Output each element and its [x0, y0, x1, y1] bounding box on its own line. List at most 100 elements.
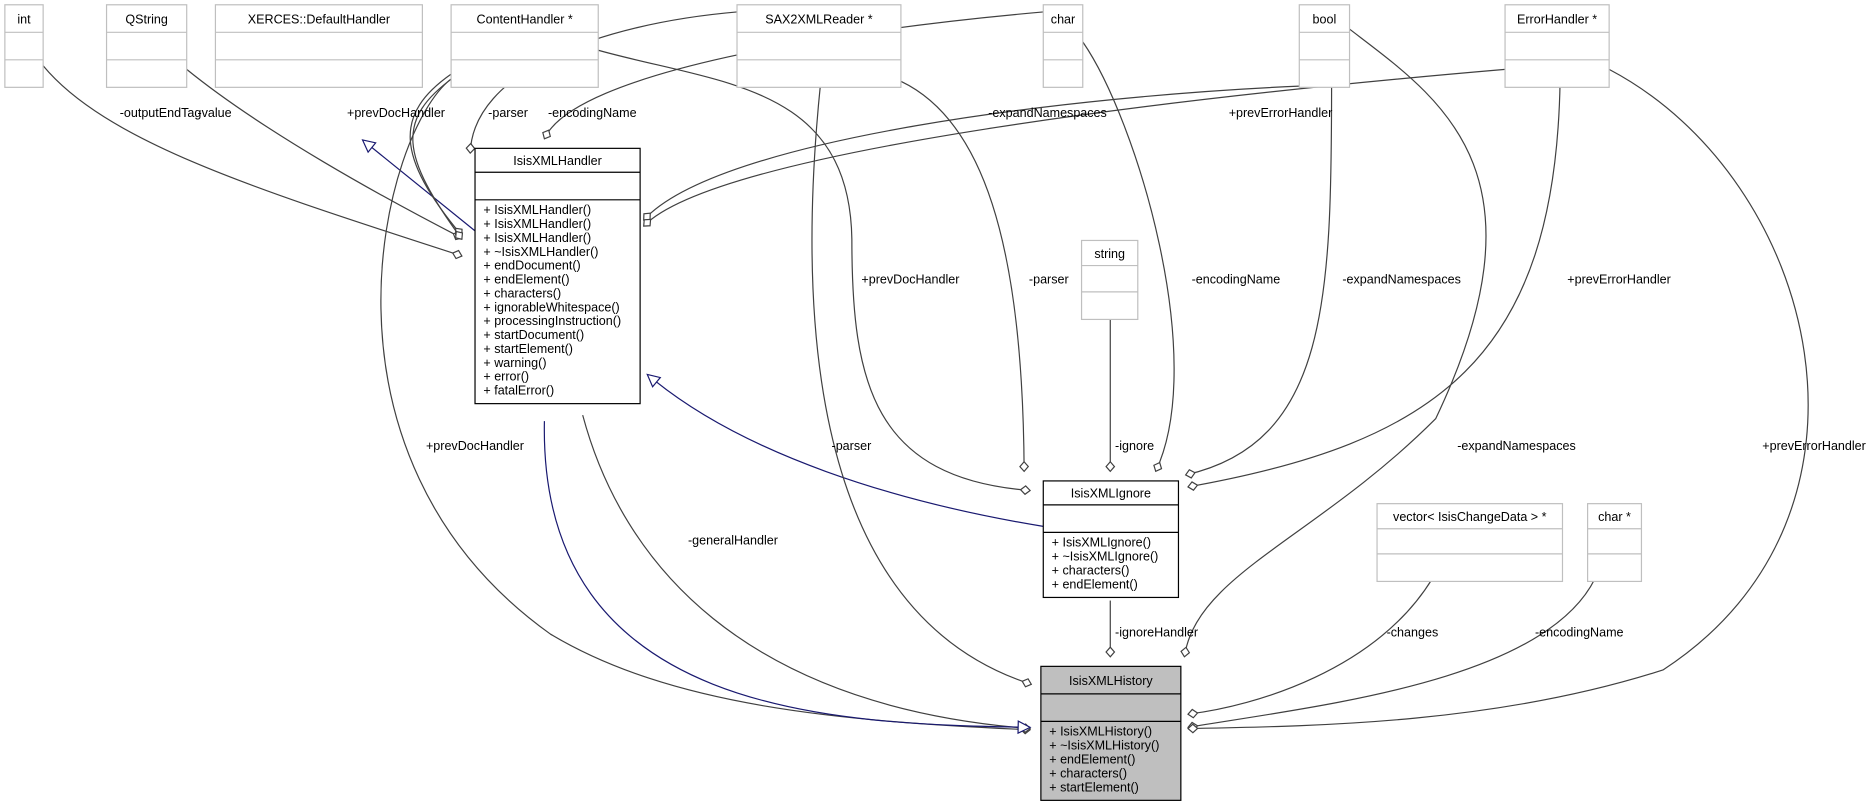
association-edge	[643, 85, 1300, 221]
class-boxes: int QString XERCES::DefaultHandler ContentH…	[4, 4, 1643, 801]
class-box-sax2[interactable]: SAX2XMLReader *	[736, 4, 902, 88]
edge-label: -ignore	[1115, 439, 1154, 453]
association-edge	[42, 65, 463, 257]
class-box-border	[1376, 503, 1564, 583]
association-edge	[380, 78, 1031, 731]
association-edge	[409, 73, 463, 237]
class-box-qstring[interactable]: QString	[105, 4, 188, 88]
association-edge	[643, 68, 1506, 227]
method: + processingInstruction()	[483, 314, 621, 328]
edge-label: -encodingName	[548, 106, 637, 120]
class-box-border	[736, 4, 902, 88]
class-box-border	[105, 4, 188, 88]
association-edge	[1187, 81, 1561, 488]
method: + ignorableWhitespace()	[483, 300, 619, 314]
aggregation-diamond-icon	[1019, 485, 1032, 496]
edge-label: -outputEndTag	[120, 106, 202, 120]
class-box-errorhandler[interactable]: ErrorHandler *	[1504, 4, 1610, 88]
class-box-border	[1042, 4, 1084, 88]
aggregation-diamond-icon	[643, 218, 652, 227]
class-name: ContentHandler *	[477, 12, 573, 26]
class-box-border	[474, 147, 641, 405]
association-edge	[1187, 578, 1596, 728]
method: + IsisXMLHandler()	[483, 231, 591, 245]
inheritance-edge	[646, 373, 1044, 527]
class-name: char *	[1598, 510, 1631, 524]
class-box-charptr[interactable]: char *	[1587, 503, 1643, 583]
edge-label: -encodingName	[1192, 273, 1281, 287]
class-box-border	[214, 4, 423, 88]
edge-label: +prevErrorHandler	[1567, 273, 1671, 287]
class-name: XERCES::DefaultHandler	[248, 12, 390, 26]
aggregation-diamond-icon	[1105, 460, 1116, 473]
class-name: int	[17, 12, 31, 26]
method: + IsisXMLHandler()	[483, 203, 591, 217]
method: + startDocument()	[483, 328, 584, 342]
method: + IsisXMLHandler()	[483, 217, 591, 231]
method: + characters()	[1049, 766, 1127, 780]
class-box-border	[450, 4, 599, 88]
method: + endDocument()	[483, 259, 580, 273]
edge-labels: -outputEndTag-value +prevDocHandler -parse…	[120, 106, 1866, 639]
edge-label: -parser	[1029, 273, 1069, 287]
association-edge	[582, 414, 1031, 730]
class-name: bool	[1313, 12, 1337, 26]
aggregation-diamond-icon	[542, 129, 552, 140]
edge-label: -expandNamespaces	[1457, 439, 1576, 453]
edge-label: -ignoreHandler	[1115, 625, 1198, 639]
association-edge	[186, 68, 463, 239]
class-box-bool[interactable]: bool	[1298, 4, 1351, 88]
inheritance-arrow-icon	[1017, 720, 1032, 735]
association-edge	[1187, 578, 1433, 715]
edge-label: +prevDocHandler	[426, 439, 524, 453]
inheritance-edge	[543, 421, 1031, 728]
method: + error()	[483, 370, 529, 384]
class-box-history[interactable]: IsisXMLHistory+ IsisXMLHistory()+ ~IsisX…	[1040, 665, 1182, 801]
class-box-border	[1504, 4, 1610, 88]
inheritance-arrow-icon	[361, 139, 377, 154]
edge-label: +prevErrorHandler	[1229, 106, 1333, 120]
method: + ~IsisXMLIgnore()	[1052, 550, 1159, 564]
edge-label: +prevErrorHandler	[1762, 439, 1866, 453]
inheritance-arrow-icon	[646, 373, 662, 388]
class-box-border	[1080, 239, 1139, 321]
class-box-xerces[interactable]: XERCES::DefaultHandler	[214, 4, 423, 88]
edge-label: -generalHandler	[688, 533, 778, 547]
association-edge	[543, 11, 1044, 140]
edge-label: -encodingName	[1535, 625, 1624, 639]
class-name: char	[1051, 12, 1075, 26]
association-edge	[811, 81, 1032, 685]
class-name: SAX2XMLReader *	[765, 12, 873, 26]
aggregation-diamond-icon	[465, 142, 476, 155]
edge-label: +prevDocHandler	[347, 106, 445, 120]
class-box-char[interactable]: char	[1042, 4, 1084, 88]
aggregation-diamond-icon	[1019, 460, 1030, 473]
aggregation-diamond-icon	[455, 230, 464, 241]
class-name: IsisXMLHistory	[1069, 674, 1153, 688]
method: + warning()	[483, 356, 546, 370]
edge-label: -expandNamespaces	[988, 106, 1107, 120]
method: + IsisXMLHistory()	[1049, 725, 1152, 739]
class-box-border	[1042, 480, 1180, 599]
class-name: QString	[125, 12, 168, 26]
class-box-vector[interactable]: vector< IsisChangeData > *	[1376, 503, 1564, 583]
edge-label: -expandNamespaces	[1342, 273, 1461, 287]
edges	[42, 11, 1809, 735]
class-box-ignore[interactable]: IsisXMLIgnore+ IsisXMLIgnore()+ ~IsisXML…	[1042, 480, 1180, 599]
class-box-border	[1587, 503, 1643, 583]
class-box-handler[interactable]: IsisXMLHandler+ IsisXMLHandler()+ IsisXM…	[474, 147, 641, 405]
edge-label: -changes	[1387, 625, 1439, 639]
class-box-border	[1298, 4, 1351, 88]
edge-label: +prevDocHandler	[861, 273, 959, 287]
method: + startElement()	[1049, 780, 1139, 794]
class-box-contenthandler[interactable]: ContentHandler *	[450, 4, 599, 88]
aggregation-diamond-icon	[1187, 708, 1199, 719]
edge-label: -value	[197, 106, 231, 120]
class-box-int[interactable]: int	[4, 4, 44, 88]
edge-label: -parser	[832, 439, 872, 453]
class-box-border	[1040, 665, 1182, 801]
association-edge	[1188, 68, 1809, 730]
class-box-string[interactable]: string	[1080, 239, 1139, 321]
association-edge	[412, 76, 463, 240]
